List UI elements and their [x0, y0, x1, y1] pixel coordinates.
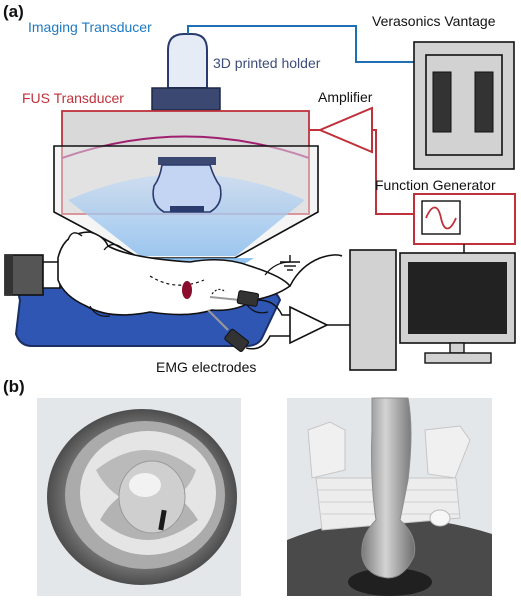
- verasonics-device: [413, 41, 515, 170]
- render-transducer-ring: [37, 398, 241, 596]
- verasonics-label: Verasonics Vantage: [372, 13, 496, 29]
- holder-label: 3D printed holder: [213, 55, 321, 71]
- generator-to-amplifier-wire: [372, 129, 414, 215]
- function-generator-label: Function Generator: [375, 177, 496, 193]
- imaging-cable: [187, 25, 416, 63]
- render-holder-with-probe: [287, 397, 492, 596]
- amplifier-symbol: [317, 106, 373, 154]
- ground-symbol: [264, 255, 300, 276]
- emg-amplifier-symbol: [289, 305, 329, 345]
- amplifier-label: Amplifier: [318, 89, 373, 105]
- rat: [57, 231, 343, 317]
- emg-label: EMG electrodes: [156, 359, 256, 375]
- imaging-transducer: [151, 33, 221, 111]
- emg-electrodes: [207, 290, 290, 352]
- fus-transducer-label: FUS Transducer: [22, 90, 124, 106]
- anesthesia-nose-cone: [4, 254, 61, 296]
- function-generator: [413, 193, 516, 245]
- panel-b-label: (b): [3, 377, 25, 396]
- panel-a-label: (a): [3, 2, 24, 21]
- imaging-transducer-label: Imaging Transducer: [28, 19, 152, 35]
- 3d-printed-holder: [152, 157, 222, 213]
- computer: [349, 249, 516, 371]
